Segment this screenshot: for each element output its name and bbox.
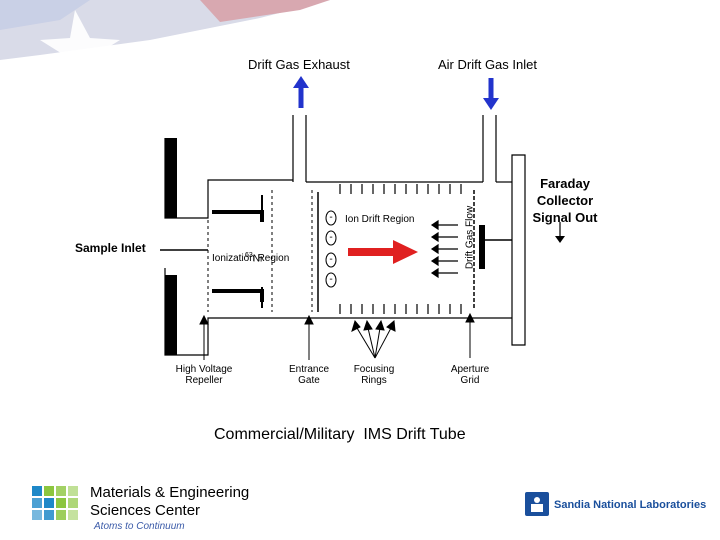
mesc-line2: Sciences Center bbox=[90, 502, 201, 519]
drift-gas-flow-label: Drift Gas Flow bbox=[464, 205, 476, 270]
ion-sign: - bbox=[329, 212, 333, 223]
focusing-rings bbox=[339, 184, 462, 314]
ion-drift-arrow bbox=[348, 248, 394, 256]
mesc-tagline: Atoms to Continuum bbox=[94, 521, 185, 532]
air-drift-gas-inlet-label: Air Drift Gas Inlet bbox=[438, 57, 537, 72]
diagram-title: Commercial/Military IMS Drift Tube bbox=[214, 426, 466, 443]
sandia-logo-icon bbox=[525, 492, 549, 516]
ni-superscript: 63 bbox=[245, 252, 253, 259]
inlet-arrow-head bbox=[483, 98, 499, 110]
high-voltage-repeller-label: High Voltage Repeller bbox=[175, 364, 233, 386]
ni-symbol: Ni bbox=[252, 253, 263, 265]
ion-sign: - bbox=[329, 274, 333, 285]
repeller-bottom-block bbox=[165, 275, 177, 355]
exhaust-arrow-head bbox=[293, 76, 309, 88]
flag-decoration bbox=[0, 0, 330, 84]
label-pointers bbox=[199, 312, 475, 360]
ionization-region-label: Ionization Region bbox=[212, 253, 290, 264]
drift-gas-exhaust-label: Drift Gas Exhaust bbox=[248, 57, 350, 72]
ions bbox=[325, 210, 337, 288]
mesc-line1: Materials & Engineering bbox=[90, 484, 250, 501]
ni-source-bottom bbox=[212, 289, 264, 302]
ni-label: 63Ni bbox=[245, 239, 262, 264]
ni-source-top bbox=[212, 210, 264, 222]
sandia-wordmark: Sandia National Laboratories bbox=[554, 499, 707, 511]
ion-drift-arrow-head bbox=[393, 240, 418, 264]
focusing-rings-label: Focusing Rings bbox=[353, 364, 395, 386]
sample-inlet-label: Sample Inlet bbox=[75, 241, 146, 255]
repeller-top-block bbox=[165, 138, 177, 218]
entrance-gate-label: Entrance Gate bbox=[288, 364, 330, 386]
drift-gas-flow-arrows bbox=[430, 219, 458, 279]
ion-sign: - bbox=[329, 254, 333, 265]
ion-drift-region-label: Ion Drift Region bbox=[345, 214, 415, 225]
faraday-plate bbox=[479, 225, 485, 269]
aperture-grid-label: Aperture Grid bbox=[450, 364, 490, 386]
mesc-logo bbox=[32, 486, 78, 520]
ion-sign: - bbox=[329, 232, 333, 243]
faraday-collector-label: Faraday Collector Signal Out bbox=[532, 176, 598, 225]
